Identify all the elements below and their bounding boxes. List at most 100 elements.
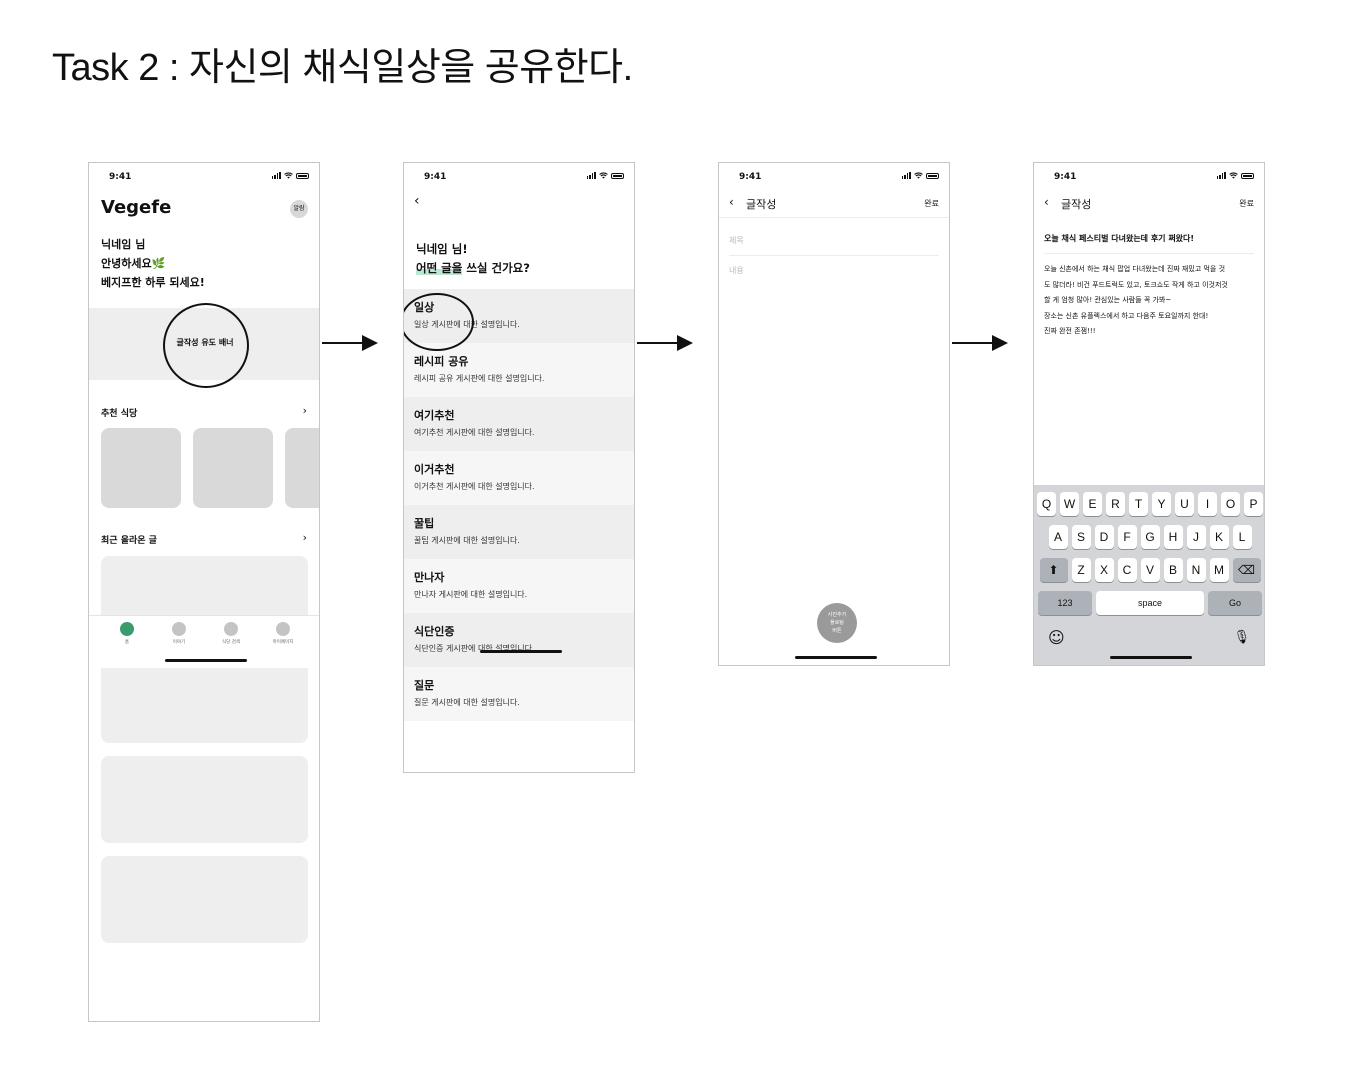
task-title: Task 2 : 자신의 채식일상을 공유한다. <box>52 47 633 89</box>
key[interactable]: W <box>1060 492 1079 516</box>
done-button[interactable]: 완료 <box>924 199 939 208</box>
tab-story[interactable]: 이야기 <box>159 622 199 645</box>
status-time: 9:41 <box>739 172 762 182</box>
battery-icon <box>296 172 309 179</box>
key[interactable]: O <box>1221 492 1240 516</box>
battery-icon <box>1241 172 1254 179</box>
back-chevron-icon[interactable]: ‹ <box>414 193 420 209</box>
restaurant-card[interactable] <box>285 428 319 508</box>
highlight-circle <box>163 303 249 388</box>
key[interactable]: D <box>1094 525 1114 549</box>
key[interactable]: F <box>1117 525 1137 549</box>
tab-bar: 홈 이야기 식당 검색 마이페이지 <box>89 615 319 668</box>
chevron-right-icon[interactable]: › <box>302 404 307 417</box>
post-card[interactable] <box>101 756 308 843</box>
shift-key[interactable]: ⬆ <box>1039 558 1068 582</box>
key[interactable]: R <box>1106 492 1125 516</box>
key[interactable]: A <box>1048 525 1068 549</box>
home-indicator <box>480 650 562 653</box>
key[interactable]: J <box>1186 525 1206 549</box>
go-key[interactable]: Go <box>1208 591 1262 615</box>
numbers-key[interactable]: 123 <box>1038 591 1092 615</box>
key[interactable]: Z <box>1071 558 1091 582</box>
emoji-icon[interactable]: ☺ <box>1048 628 1065 647</box>
key[interactable]: X <box>1094 558 1114 582</box>
board-title: 만나자 <box>414 571 445 584</box>
tab-home[interactable]: 홈 <box>107 622 147 645</box>
key[interactable]: S <box>1071 525 1091 549</box>
restaurant-card[interactable] <box>193 428 273 508</box>
restaurant-card[interactable] <box>101 428 181 508</box>
post-body-line: 장소는 신촌 유플렉스에서 하고 다음주 토요일까지 한대! <box>1044 311 1209 320</box>
mic-icon[interactable]: 🎙 <box>1233 630 1250 645</box>
key[interactable]: M <box>1209 558 1229 582</box>
key[interactable]: U <box>1175 492 1194 516</box>
recent-heading: 최근 올라온 글 <box>101 536 157 546</box>
wifi-icon <box>599 172 608 179</box>
key[interactable]: Q <box>1037 492 1056 516</box>
post-body-input[interactable]: 오늘 신촌에서 하는 채식 팝업 다녀왔는데 진짜 재밌고 먹을 것 도 많더라… <box>1044 262 1254 340</box>
delete-key[interactable]: ⌫ <box>1232 558 1261 582</box>
home-icon <box>120 622 134 636</box>
board-desc: 만나자 게시판에 대한 설명입니다. <box>414 590 528 599</box>
divider <box>729 255 939 256</box>
key[interactable]: Y <box>1152 492 1171 516</box>
key[interactable]: H <box>1163 525 1183 549</box>
battery-icon <box>926 172 939 179</box>
title-input[interactable]: 제목 <box>729 236 744 245</box>
greeting-hello: 안녕하세요🌿 <box>101 257 166 270</box>
back-chevron-icon[interactable]: ‹ <box>729 195 734 209</box>
signal-icon <box>901 172 911 179</box>
status-bar: 9:41 <box>404 163 634 189</box>
key[interactable]: E <box>1083 492 1102 516</box>
signal-icon <box>586 172 596 179</box>
status-time: 9:41 <box>1054 172 1077 182</box>
key[interactable]: T <box>1129 492 1148 516</box>
keyboard-row: A S D F G H J K L <box>1034 525 1264 549</box>
space-key[interactable]: space <box>1096 591 1204 615</box>
highlight-circle <box>404 293 474 351</box>
content-input[interactable]: 내용 <box>729 266 744 275</box>
key[interactable]: B <box>1163 558 1183 582</box>
key[interactable]: C <box>1117 558 1137 582</box>
key[interactable]: V <box>1140 558 1160 582</box>
tab-mypage[interactable]: 마이페이지 <box>263 622 303 645</box>
key[interactable]: K <box>1209 525 1229 549</box>
text-highlight <box>416 269 462 275</box>
chevron-right-icon[interactable]: › <box>302 531 307 544</box>
post-card[interactable] <box>101 856 308 943</box>
post-card[interactable] <box>101 656 308 743</box>
post-title-input[interactable]: 오늘 채식 페스티벌 다녀왔는데 후기 쩌왔다! <box>1044 234 1195 243</box>
board-title: 여기추천 <box>414 409 455 422</box>
keyboard: Q W E R T Y U I O P A S D F G H J K L ⬆ … <box>1034 485 1264 665</box>
search-icon <box>224 622 238 636</box>
post-body-line: 오늘 신촌에서 하는 채식 팝업 다녀왔는데 진짜 재밌고 먹을 것 <box>1044 265 1226 273</box>
board-title: 식단인증 <box>414 625 455 638</box>
tab-search[interactable]: 식당 검색 <box>211 622 251 645</box>
status-time: 9:41 <box>424 172 447 182</box>
key[interactable]: N <box>1186 558 1206 582</box>
key[interactable]: I <box>1198 492 1217 516</box>
back-chevron-icon[interactable]: ‹ <box>1044 195 1049 209</box>
tab-label: 이야기 <box>172 640 186 645</box>
key[interactable]: P <box>1244 492 1263 516</box>
story-icon <box>172 622 186 636</box>
post-body-line: 할 게 엄청 많아! 관심있는 사람들 꼭 가봐~ <box>1044 296 1172 304</box>
alarm-button[interactable]: 알람 <box>290 200 308 218</box>
question-prompt: 어떤 글을 쓰실 건가요? <box>416 261 530 275</box>
tab-label: 마이페이지 <box>272 640 294 645</box>
flow-arrow-icon <box>952 335 1008 351</box>
key[interactable]: G <box>1140 525 1160 549</box>
home-indicator <box>1110 656 1192 659</box>
key[interactable]: L <box>1232 525 1252 549</box>
divider <box>719 217 949 218</box>
done-button[interactable]: 완료 <box>1239 199 1254 208</box>
